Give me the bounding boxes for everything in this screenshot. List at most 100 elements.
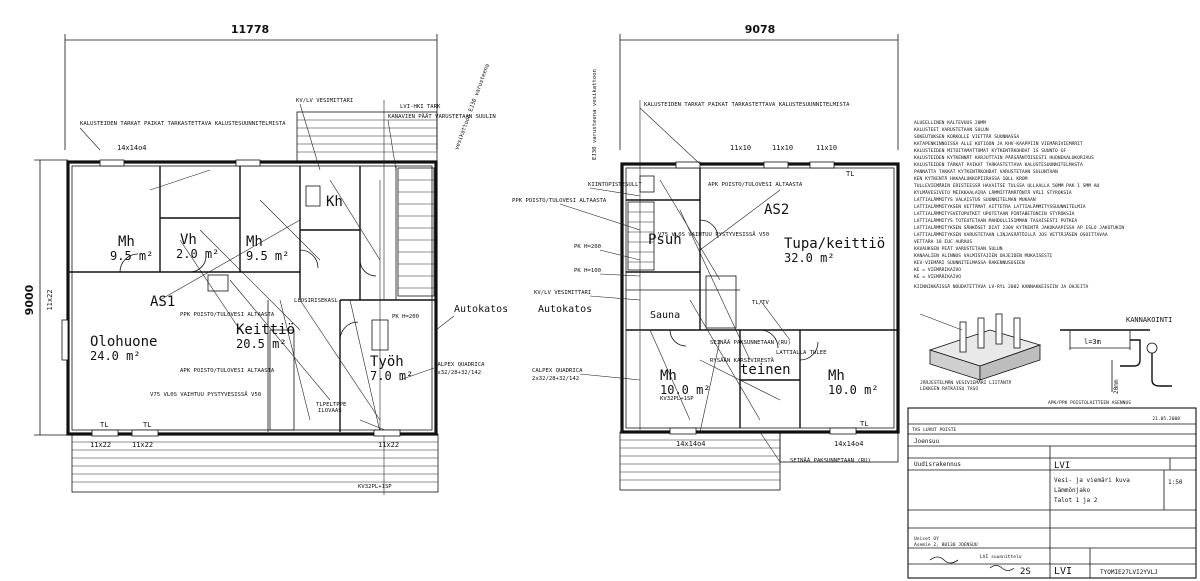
right-tl-label-2: TL [860,420,868,428]
spec-line: LATTIALÄMMITYSVETOPUTKET UPOTETAAN PINTA… [914,210,1075,217]
left-note-llosiseh: LLOSIRISEKASL [294,298,338,304]
spec-line: KALUSTEET VARUSTETAAN SULUN [914,127,989,133]
spec-line: KE = VIEMÄRIKAIVO [914,266,961,273]
tb-title-1: Vesi- ja viemäri kuva [1054,477,1130,484]
right-note-tltv: TL/TV [752,300,769,306]
tb-drawing-no: TYOMIE27LVI2YVLJ [1100,569,1158,576]
height-dimension: 9000 [23,284,36,315]
spec-line: LATTIALÄMMITYS TOTEUTETAAN MAHDOLLISIMMA… [914,217,1077,224]
tb-revision-note: TAS LUVUT POISTE [912,427,956,433]
left-note-kanava: KANAVIEN PÄÄT VARUSTETAAN SUULIN [388,113,496,120]
tb-revision-date: 21.05.2008 [1152,416,1180,422]
spec-line: KANAALIEN ALINNUS VALMISTAJIEN OHJEIDEN … [914,253,1053,259]
left-note-calpex: CALPEX QUADRICA [434,362,485,368]
room-keittio-name: Keittiö [236,322,295,338]
left-note-tlpelt: TLPELTPPE [316,402,347,408]
room-mh4-name: Mh [828,368,845,384]
room-mh4-area: 10.0 m² [828,383,879,397]
right-window-markers [669,161,857,435]
spec-line: KATAPENKINNOISSA ALLE KOTIOON JA KHV-KAA… [914,140,1083,147]
spec-line: TULLEVIEMÄRIN ERISTEESSÄ HAVAITSE TULSSA… [914,182,1100,189]
room-sauna-name: Sauna [650,310,680,321]
spec-line: KEN KYTKENTÄ HAKAALUKKOPIIRASSA 10LL KRO… [914,175,1028,182]
left-ventilation-unit [207,274,229,292]
left-note-kalustus: KALUSTEIDEN TARKAT PAIKAT TARKASTETTAVA … [80,121,286,127]
left-leader-lines [79,103,455,381]
right-note-pk100: PK H=100 [574,268,601,274]
left-kh-basin [305,185,321,207]
spec-line: LATTIALÄMMITYS VALAISTUS SUUNNITELMAN MU… [914,196,1036,203]
room-mh2-area: 9.5 m² [246,249,289,263]
right-sauna-bench-lines [628,211,654,263]
detail-left-caption-2: LEKKEEN RATKAISU TASO [920,386,978,392]
left-note-v75: V75 VL0S VAIHTUU PYSTYVESISSÄ V50 [150,391,261,398]
room-mh1-name: Mh [118,234,135,250]
right-leader-lines [559,107,781,463]
signature-mark [989,565,1015,571]
room-mh3-name: Mh [660,368,677,384]
room-tupa-area: 32.0 m² [784,251,835,265]
left-window-label-top: 14x14o4 [117,144,147,152]
room-keittio-area: 20.5 m² [236,337,287,351]
room-vh-area: 2.0 m² [176,247,219,261]
right-note-kiintopiste: KIINTOPISTESULLT [588,182,643,188]
right-note-calpex: CALPEX QUADRICA [532,368,583,374]
detail-left-caption: JÄRJESTELMÄN VESIVIEMÄRI LIITÄNTÄ [920,379,1012,386]
left-note-vesikatto: vesikattoon EJ30 varusteena [454,63,491,151]
left-note-ilovaas: ILOVAAS [318,408,342,414]
spec-line: KIINNIKKÄISSÄ NOUDATETTAVA LV-RYL 2002 K… [914,283,1088,290]
detail-sketches: JÄRJESTELMÄN VESIVIEMÄRI LIITÄNTÄ LEKKEE… [919,313,1172,406]
room-olohuone-name: Olohuone [90,334,157,350]
right-note-ryssaa: RYSÄÄN KARSIVIRESTÄ [710,357,775,364]
left-sauna-bench-lines [398,179,434,289]
room-olohuone-area: 24.0 m² [90,349,141,363]
right-note-apk: APK POISTO/TULOVESI ALTAASTA [708,182,803,188]
right-note-seinaa: SEINÄÄ PAKSUNNETAAN (RU) [710,339,791,346]
right-window-label-4: 14x14o4 [676,440,706,448]
left-tl-label-2: TL [143,421,151,429]
room-as1-name: AS1 [150,294,175,310]
spec-line: KAVAUKSEN PEÄT VARUSTETAAN SULUN [914,245,1003,252]
right-window-label-5: 14x14o4 [834,440,864,448]
right-floor-plan: 9078 [512,23,900,491]
right-note-lattia: LATTIALLA TULEE [776,350,827,356]
left-tl-label-1: TL [100,421,108,429]
spec-line: KYLMÄVESIVETO MEIKKAALAIRA LÄMMITTÄMÄTÖN… [914,189,1072,196]
tb-sheet-code: LVI [1054,566,1072,577]
left-width-dimension: 11778 [231,23,269,36]
left-bottom-terrace [71,433,439,493]
spec-line: KALUSTEIDEN KYTKENNÄT KARJUTTAIN PÄÄSÄÄN… [914,154,1094,161]
left-sauna-block [397,167,435,297]
left-window-label-bottom-1: 11x22 [90,441,111,449]
right-note-ppk: PPK POISTO/TULOVESI ALTAASTA [512,198,607,204]
tb-rev-label: 2S [1020,567,1031,577]
right-note-calpex2: 2x32/28+32/142 [532,376,579,382]
left-note-kv-vesi: KV/LV VESIMITTARI [296,98,353,104]
spec-line: LATTIALÄMMITYKSEN SÄHKÖSET DIAT 230V KYT… [914,224,1124,231]
left-bottom-terrace-hatch [72,441,438,483]
right-note-kv32: KV32PL+1SP [660,396,694,402]
right-door-swings [669,219,819,361]
right-note-v75: V75 VL0S VAIHTUU PYSTYVESISSÄ V50 [658,231,769,238]
tb-designer-tel: LVI suunnittelu [980,554,1022,560]
left-window-label-bottom-2: 11x22 [132,441,153,449]
right-note-vesikatto: EJ30 varusteena vesikattoon [592,69,598,160]
detail-kannakointi-title: KANNAKOINTI [1126,316,1172,324]
signature-mark [929,556,959,564]
left-top-terrace-hatch [297,119,437,153]
tb-client: Uudisrakennus [914,461,961,468]
right-wc-basin [639,175,655,193]
room-tyoh-name: Työh [370,354,404,370]
room-vh-name: Vh [180,232,197,248]
right-note-kv-vesi: KV/LV VESIMITTARI [534,290,591,296]
room-mh1-area: 9.5 m² [110,249,153,263]
left-note-kv32: KV32PL+1SP [358,484,392,490]
right-width-dimension: 9078 [745,23,776,36]
right-inner-wall-line [625,167,895,429]
right-kitchen-island [705,275,737,329]
right-pipe-lines [639,100,791,433]
left-note-lvi-hki: LVI-HKI TARK [400,104,441,110]
right-tl-label-1: TL [846,170,854,178]
left-pipe-lines [149,100,401,495]
